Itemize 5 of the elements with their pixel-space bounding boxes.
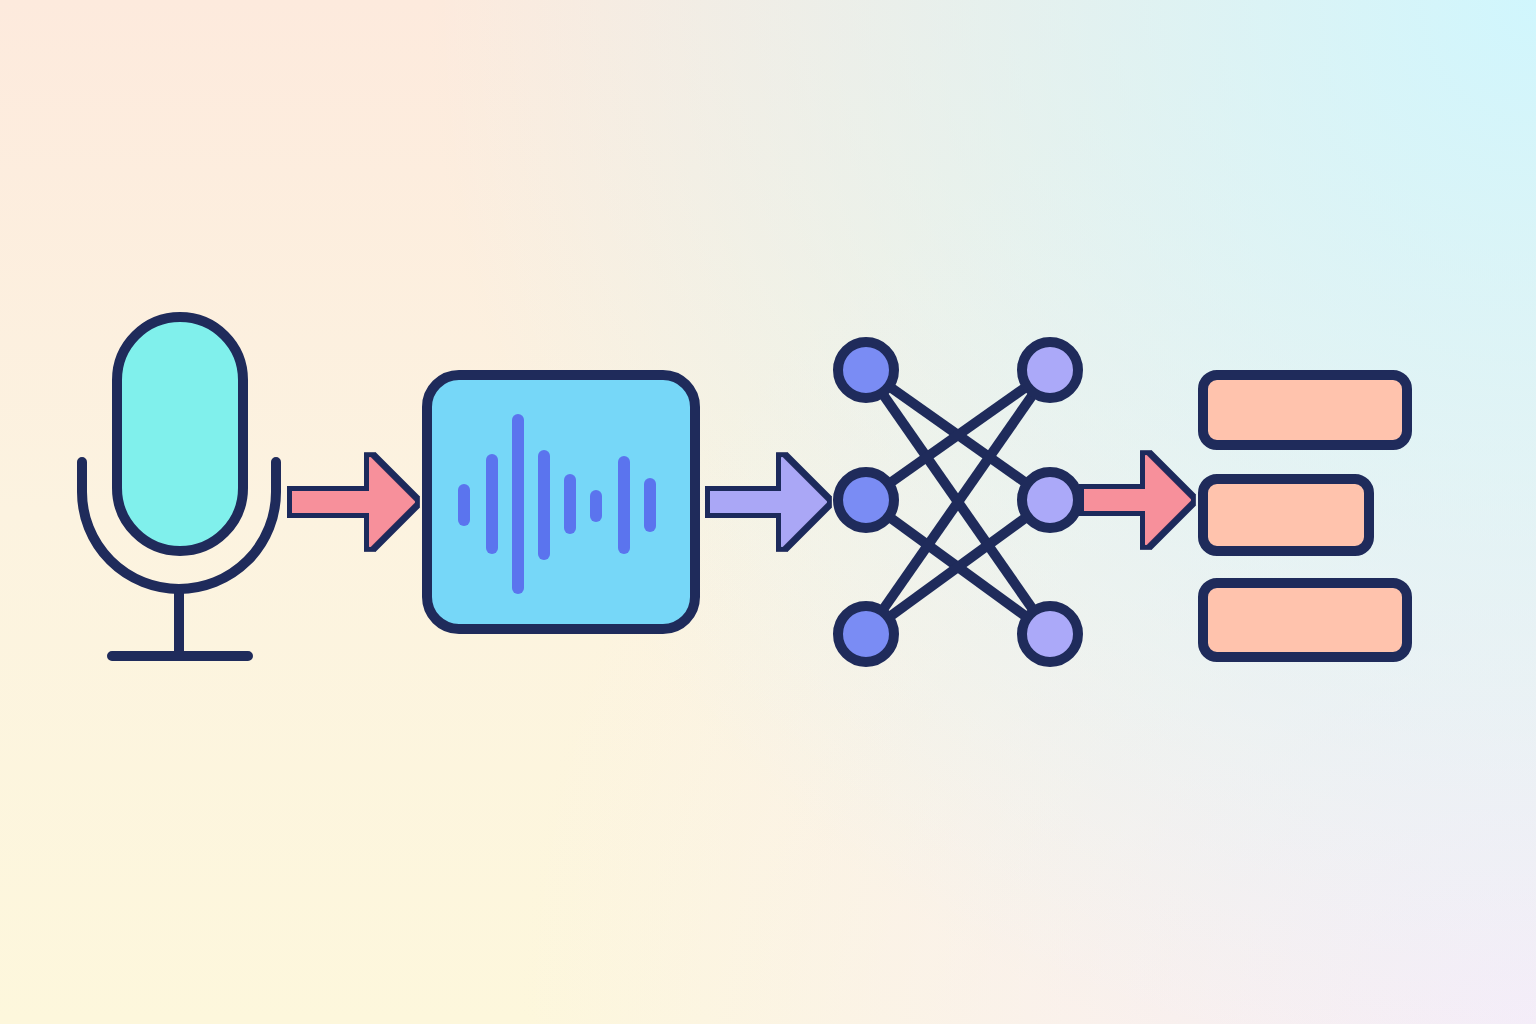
waveform-icon xyxy=(420,368,702,636)
horizontal-bars-icon xyxy=(1196,368,1414,664)
neural-network-icon xyxy=(832,336,1084,668)
microphone-icon xyxy=(76,310,284,664)
arrow xyxy=(1084,455,1191,545)
